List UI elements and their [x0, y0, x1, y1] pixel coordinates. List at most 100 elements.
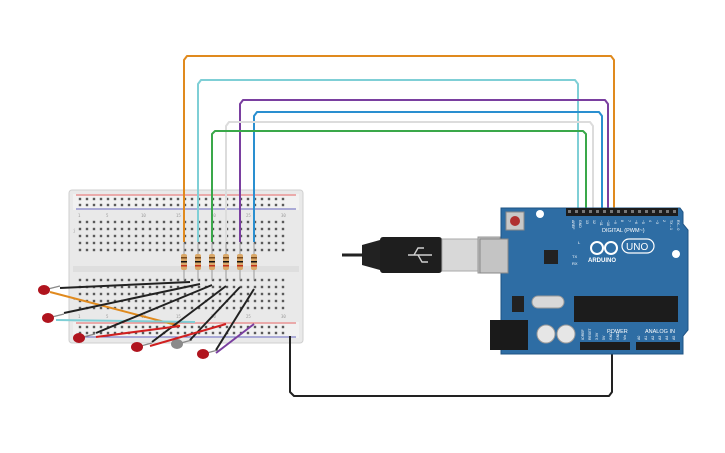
wire-orange[interactable]: [183, 55, 615, 242]
wire-ground-loop[interactable]: [289, 336, 613, 397]
crystal: [531, 295, 565, 309]
digital-pin-label: RX←0: [676, 220, 680, 230]
usb-cable[interactable]: [342, 236, 501, 274]
led-6[interactable]: [197, 349, 219, 359]
resistor-band: [251, 265, 257, 267]
led-4[interactable]: [131, 342, 153, 352]
uno-badge: [621, 238, 655, 254]
digital-pin-label: ~10: [606, 220, 610, 226]
resistor-band: [237, 265, 243, 267]
wire-purple-2[interactable]: [215, 323, 255, 354]
resistor-band: [181, 257, 187, 259]
column-number: 20: [211, 213, 216, 218]
digital-pin-label: TX→1: [669, 220, 673, 230]
column-number: 1: [78, 213, 81, 218]
uno-model: UNO: [626, 242, 648, 253]
power-pin-label: 3.3V: [595, 332, 599, 340]
digital-pin-label: 8: [620, 220, 624, 222]
wire-black-3[interactable]: [95, 284, 213, 334]
led-2[interactable]: [42, 313, 65, 323]
led-1[interactable]: [38, 285, 61, 295]
analog-pin-label: A4: [665, 336, 669, 340]
arduino-uno-board[interactable]: DIGITAL (PWM~) POWER ANALOG IN L TX RX A…: [479, 207, 689, 355]
resistor-band: [181, 261, 187, 263]
column-number: 15: [176, 213, 181, 218]
wire-black-1[interactable]: [59, 281, 191, 289]
wire-white[interactable]: [225, 121, 594, 242]
wire-orange-diagonal[interactable]: [49, 291, 181, 327]
led-tx-label: TX: [572, 254, 577, 259]
resistor-band: [195, 265, 201, 267]
wire-red-2[interactable]: [149, 323, 227, 347]
signal-wires: [49, 55, 615, 397]
wire-green[interactable]: [211, 130, 587, 242]
column-number: 1: [78, 314, 81, 319]
resistor-array: [181, 243, 257, 280]
row-label-j: j: [73, 228, 75, 233]
analog-pin-label: A2: [651, 336, 655, 340]
arduino-infinity-icon: [590, 241, 618, 255]
power-pin-label: 5V: [602, 335, 606, 340]
power-pin-label: IOREF: [581, 329, 585, 340]
analog-header[interactable]: [636, 342, 680, 350]
digital-pin-label: ~5: [641, 220, 645, 224]
atmega-chip: [574, 296, 678, 322]
resistor-band: [251, 257, 257, 259]
power-label: POWER: [607, 329, 628, 335]
led-group: [38, 285, 219, 359]
wire-purple-1[interactable]: [239, 99, 609, 242]
digital-pin-label: ~9: [613, 220, 617, 224]
resistor-band: [181, 265, 187, 267]
power-pin-label: RESET: [588, 327, 592, 340]
wire-red-1[interactable]: [95, 325, 181, 338]
wire-black-4[interactable]: [151, 285, 227, 343]
digital-pin-label: 13: [585, 220, 589, 224]
column-number: 5: [106, 314, 109, 319]
column-number: 5: [106, 213, 109, 218]
digital-pin-label: 4: [648, 220, 652, 222]
resistor-band: [223, 257, 229, 259]
usb-chip: [544, 250, 558, 264]
mounting-hole: [672, 250, 680, 258]
resistor-band: [237, 261, 243, 263]
column-number: 10: [141, 213, 146, 218]
analog-pin-label: A3: [658, 336, 662, 340]
usb-icon: [408, 247, 432, 263]
column-number: 25: [246, 314, 251, 319]
mounting-hole: [536, 210, 544, 218]
column-number: 30: [281, 213, 286, 218]
digital-pin-holes: [568, 210, 676, 213]
power-jack[interactable]: [490, 320, 528, 350]
voltage-regulator: [512, 296, 524, 312]
digital-header[interactable]: [566, 208, 678, 216]
analog-pin-label: A5: [672, 336, 676, 340]
resistor-band: [209, 261, 215, 263]
resistor-band: [209, 257, 215, 259]
power-header[interactable]: [580, 342, 630, 350]
digital-pin-label: 2: [662, 220, 666, 222]
led-l-label: L: [578, 240, 581, 245]
resistor-band: [209, 265, 215, 267]
resistor-band: [223, 261, 229, 263]
reset-button[interactable]: [505, 211, 525, 231]
resistor-band: [251, 261, 257, 263]
wire-blue[interactable]: [253, 111, 603, 242]
digital-pin-label: 12: [592, 220, 596, 224]
wire-black-6[interactable]: [215, 288, 255, 351]
digital-pin-label: ~11: [599, 220, 603, 226]
led-5[interactable]: [171, 339, 193, 349]
wire-cyan[interactable]: [197, 79, 579, 242]
digital-header-label: DIGITAL (PWM~): [602, 228, 645, 234]
column-number: 30: [281, 314, 286, 319]
column-number: 15: [176, 314, 181, 319]
analog-pin-label: A1: [644, 336, 648, 340]
power-pin-label: GND: [616, 332, 620, 340]
led-3[interactable]: [73, 333, 96, 343]
wire-black-2[interactable]: [63, 283, 201, 314]
power-pin-label: GND: [609, 332, 613, 340]
resistor-band: [195, 257, 201, 259]
